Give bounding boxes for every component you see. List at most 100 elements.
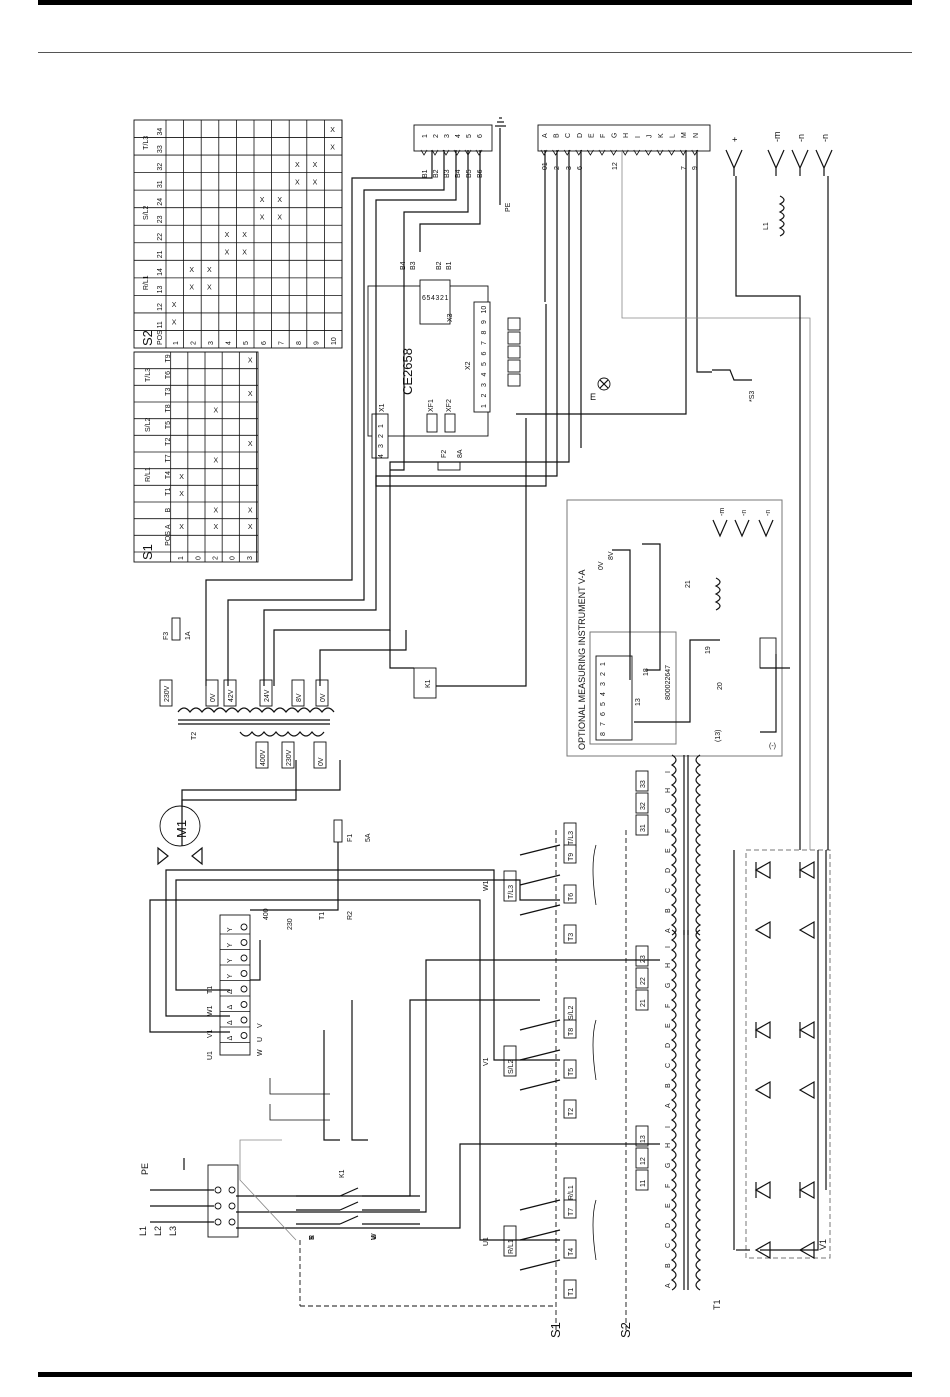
secondary-winding [695, 754, 702, 936]
x3-pin: 2 [440, 295, 444, 302]
fuse-f1: F1 5A [333, 819, 372, 843]
term-label: T7 [568, 1208, 575, 1216]
tap-label: 23 [640, 955, 647, 963]
t2-tap-box [315, 679, 329, 707]
wire [735, 176, 801, 850]
mains-screw [214, 1186, 222, 1194]
primary-winding [670, 1109, 677, 1291]
s1-group-label: S/L2 [145, 417, 152, 432]
tb-wire-label: R2 [347, 911, 354, 920]
k1-contact [339, 1187, 359, 1197]
tb-mark: Y [227, 943, 234, 948]
wire [273, 150, 570, 686]
left-pin: 6 [477, 134, 484, 138]
diode-icon [754, 1180, 771, 1200]
s2-terminal-label: 34 [157, 128, 164, 136]
inst-0v: 0V [598, 561, 605, 570]
pe-ground-label: PE [505, 202, 512, 212]
wire [205, 150, 433, 686]
s1-pos-label: 2 [213, 556, 220, 560]
socket-icon [815, 149, 833, 170]
wire [319, 630, 407, 686]
k1-term-in: T [309, 1235, 316, 1240]
s1-row-label: T4 [165, 471, 172, 479]
phase-wire-label: U1 [483, 1237, 490, 1246]
s2-mark: X [172, 302, 177, 309]
switch-arm [519, 1259, 561, 1271]
switch-arm [519, 1019, 561, 1031]
tap-box [635, 770, 649, 792]
x2-pin: 2 [481, 394, 488, 398]
right-pin: I [635, 136, 642, 138]
tb-wire-label: 230 [287, 918, 294, 930]
s2-group-label: T/L3 [143, 136, 150, 150]
phase-box [503, 1225, 517, 1257]
tb-screw [240, 923, 248, 931]
x2-pin: 3 [481, 383, 488, 387]
tb-mark: Δ [227, 989, 234, 994]
instrument-pin: 7 [600, 722, 607, 726]
switch-arm [519, 874, 561, 886]
s2-mark: X [260, 197, 265, 204]
term-label: T6 [568, 893, 575, 901]
s1-row-label: POS [165, 531, 172, 546]
x2-terminal-block [507, 345, 521, 359]
fuse-f2: F2 8A [437, 449, 464, 471]
xf2-label: XF2 [446, 399, 453, 412]
wire [236, 959, 660, 1213]
v1-label: V1 [818, 1239, 828, 1250]
wire [351, 1000, 368, 1141]
s1-label: S1 [548, 1322, 563, 1338]
switch-arm [519, 1199, 561, 1211]
pin-arrow [453, 149, 461, 156]
t2-tap-label: 8V [296, 693, 303, 702]
instrument-wire-label: 19 [705, 646, 712, 654]
tb-col-label: U [257, 1037, 264, 1042]
tb-screw [240, 985, 248, 993]
s2-mark: X [295, 179, 300, 186]
socket-icon [734, 519, 750, 538]
phase-switch-label: R/L1 [568, 1185, 575, 1200]
t2-primary-tap-label: 400V [260, 749, 267, 766]
x3-wire-label: B1 [446, 261, 453, 270]
s1-row-label: T1 [165, 488, 172, 496]
s1-mark: X [179, 524, 184, 531]
s1-mark: X [248, 441, 253, 448]
tap-letter: B [665, 1083, 672, 1088]
s1-pos-label: 3 [247, 556, 254, 560]
wire [165, 869, 560, 1061]
right-pin: N [693, 133, 700, 138]
polarity-label: (-) [769, 743, 776, 750]
tb-screw [240, 939, 248, 946]
mains-label: L2 [153, 1226, 163, 1236]
s2-terminal-label: 23 [157, 215, 164, 223]
wire [250, 940, 261, 981]
s2-mark: X [295, 162, 300, 169]
term-label: T9 [568, 853, 575, 861]
right-pin: D [577, 133, 584, 138]
instrument-wire-label: 13 [635, 698, 642, 706]
wire [181, 760, 297, 846]
contactor-k1-coil: K1 [413, 667, 437, 699]
s2-pos-label: 9 [314, 341, 321, 345]
instrument-socket-label: -n [741, 510, 748, 516]
x3-wire-label: B2 [436, 261, 443, 270]
s1-frame [133, 351, 259, 563]
s2-pos-label: 5 [243, 341, 250, 345]
right-pin: C [565, 133, 572, 138]
left-pin: 1 [422, 134, 429, 138]
mains-label: L3 [168, 1226, 178, 1236]
s1-mark: X [214, 408, 219, 415]
s1-row-label: T8 [165, 404, 172, 412]
term-box [563, 884, 577, 904]
tap-letter: B [665, 1263, 672, 1268]
instrument-wire-label: 20 [717, 682, 724, 690]
wire [375, 150, 547, 487]
tb-mark: Y [227, 958, 234, 963]
k1-term-in: S [309, 1235, 316, 1240]
s1-row-label: T9 [165, 354, 172, 362]
switch-arm [519, 1049, 561, 1061]
pin-arrow [679, 149, 687, 156]
tap-letter: I [665, 1126, 672, 1128]
